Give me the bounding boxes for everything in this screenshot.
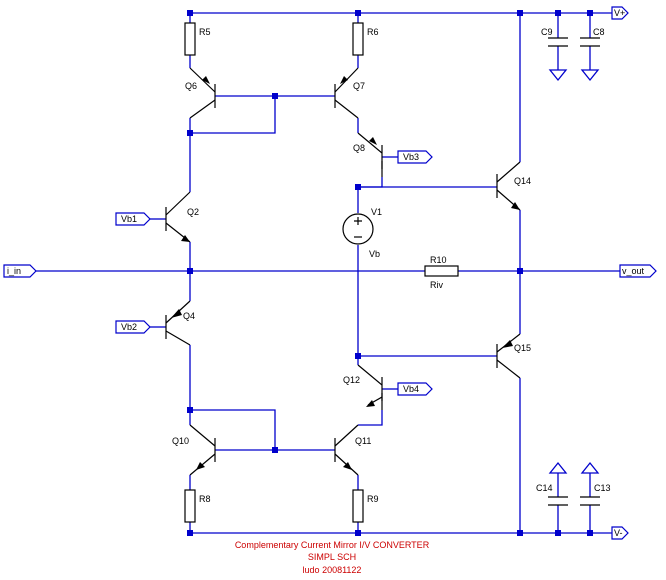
v1-value: Vb	[369, 249, 380, 259]
v1-label: V1	[371, 207, 382, 217]
r9-label: R9	[367, 494, 379, 504]
vb3-label: Vb3	[403, 152, 419, 162]
q10-label: Q10	[172, 436, 189, 446]
vb4-label: Vb4	[403, 384, 419, 394]
title-block: Complementary Current Mirror I/V CONVERT…	[235, 540, 430, 575]
r5-label: R5	[199, 27, 211, 37]
transistor-q15: Q15	[496, 333, 531, 379]
c14-label: C14	[536, 483, 553, 493]
port-vb1: Vb1	[115, 212, 151, 226]
capacitor-c9: C9	[541, 27, 568, 82]
q15-label: Q15	[514, 343, 531, 353]
title-line-2: SIMPL SCH	[308, 552, 356, 562]
port-vplus: V+	[611, 6, 629, 20]
q8-label: Q8	[353, 143, 365, 153]
transistor-q7: Q7	[334, 67, 365, 119]
q12-label: Q12	[343, 375, 360, 385]
c13-label: C13	[594, 483, 611, 493]
q11-label: Q11	[355, 436, 371, 446]
c9-label: C9	[541, 27, 553, 37]
resistor-r9: R9	[352, 489, 379, 523]
vb1-label: Vb1	[121, 214, 137, 224]
capacitor-c14: C14	[536, 461, 568, 506]
port-iin: i_in	[3, 264, 37, 278]
transistor-q8: Q8	[353, 132, 383, 177]
resistor-r10: R10 Riv	[424, 255, 459, 290]
q7-label: Q7	[353, 81, 365, 91]
q6-label: Q6	[185, 81, 197, 91]
transistor-q6: Q6	[185, 67, 216, 119]
port-vb3: Vb3	[397, 150, 433, 164]
title-line-3: ludo 20081122	[303, 565, 362, 575]
port-vb4: Vb4	[397, 382, 433, 396]
transistor-q12: Q12	[343, 364, 383, 410]
wires	[36, 12, 620, 534]
transistor-q11: Q11	[334, 424, 371, 476]
vout-label: v_out	[622, 266, 645, 276]
c8-label: C8	[593, 27, 605, 37]
transistor-q14: Q14	[496, 161, 531, 211]
capacitor-c8: C8	[580, 27, 605, 82]
port-vminus: V-	[611, 526, 629, 540]
q14-label: Q14	[514, 176, 531, 186]
vb2-label: Vb2	[121, 322, 137, 332]
resistor-r8: R8	[184, 489, 211, 523]
port-vout: v_out	[619, 264, 657, 278]
vminus-label: V-	[614, 528, 623, 538]
capacitor-c13: C13	[580, 461, 611, 506]
iin-label: i_in	[7, 266, 21, 276]
resistor-r6: R6	[352, 22, 379, 56]
r10-value: Riv	[430, 280, 443, 290]
transistor-q2: Q2	[165, 191, 199, 243]
resistor-r5: R5	[184, 22, 211, 56]
q2-label: Q2	[187, 207, 199, 217]
r6-label: R6	[367, 27, 379, 37]
r10-label: R10	[430, 255, 447, 265]
r8-label: R8	[199, 494, 211, 504]
voltage-source-v1: V1 Vb	[342, 207, 382, 259]
vplus-label: V+	[614, 8, 625, 18]
q4-label: Q4	[183, 311, 195, 321]
port-vb2: Vb2	[115, 320, 151, 334]
title-line-1: Complementary Current Mirror I/V CONVERT…	[235, 540, 430, 550]
transistor-q4: Q4	[165, 300, 195, 346]
junctions	[187, 10, 593, 536]
transistor-q10: Q10	[172, 424, 216, 476]
